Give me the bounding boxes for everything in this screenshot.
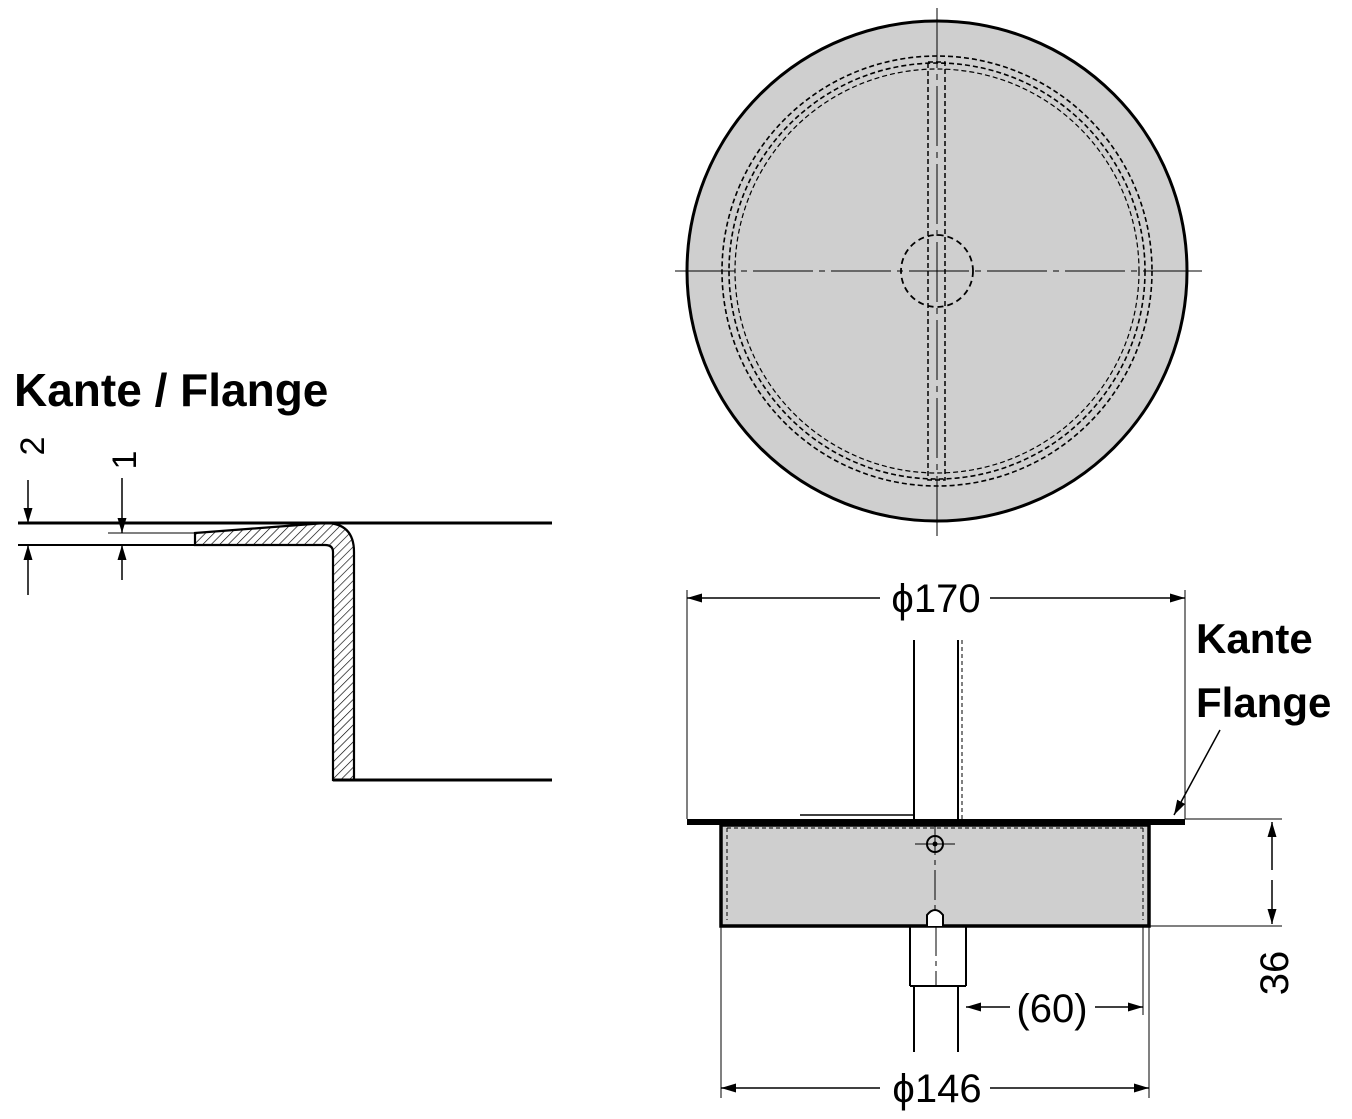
dimension-2: 2 <box>14 437 52 595</box>
dim-170-label: ϕ170 <box>891 577 980 621</box>
dimension-36: 36 <box>1149 818 1297 996</box>
dimension-60: (60) <box>966 926 1144 1031</box>
dimension-170: ϕ170 <box>686 577 1186 819</box>
dim-2-label: 2 <box>14 437 52 456</box>
top-view <box>675 8 1202 540</box>
flange-leader-arrow <box>1173 729 1221 816</box>
dim-36-label: 36 <box>1253 951 1297 996</box>
side-view: ϕ170 ϕ146 (60) 36 Kante Flang <box>686 577 1331 1111</box>
slot <box>926 909 944 926</box>
flange-callout-line1: Kante <box>1196 615 1313 662</box>
dimension-1: 1 <box>106 451 195 580</box>
dim-146-label: ϕ146 <box>892 1067 981 1111</box>
dimension-146: ϕ146 <box>720 926 1150 1111</box>
section-detail: Kante / Flange 2 1 <box>14 364 552 782</box>
flange-plate <box>687 819 1185 825</box>
flange-profile <box>193 521 356 782</box>
section-title: Kante / Flange <box>14 364 328 416</box>
flange-callout: Kante Flange <box>1173 615 1331 816</box>
dim-60-label: (60) <box>1016 987 1087 1031</box>
dim-1-label: 1 <box>106 451 144 470</box>
flange-callout-line2: Flange <box>1196 679 1331 726</box>
